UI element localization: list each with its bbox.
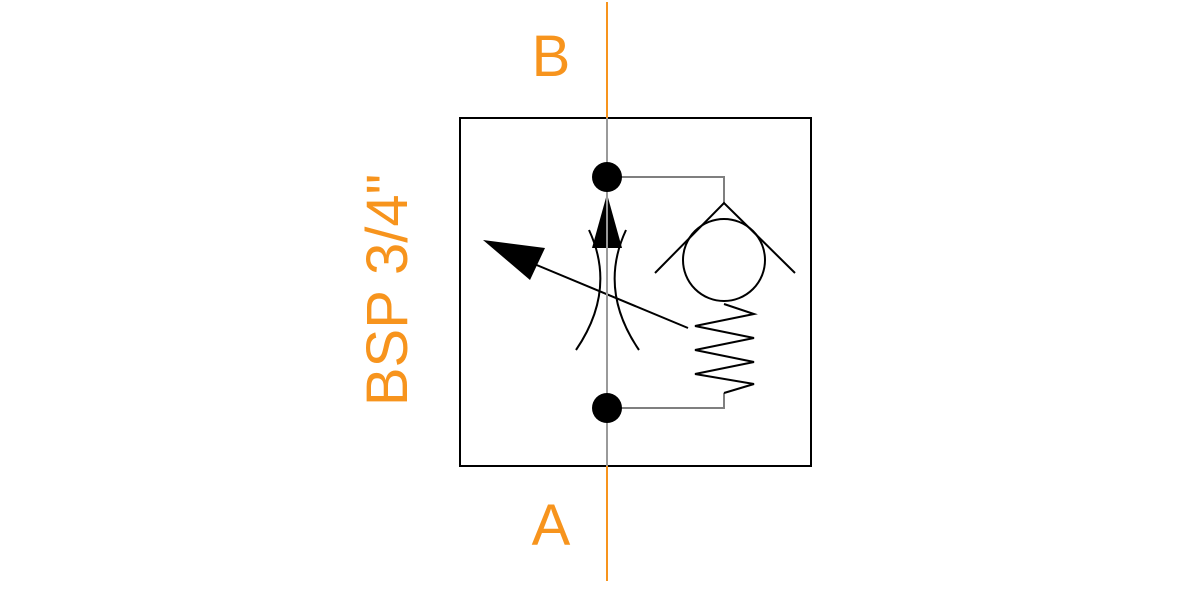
port-label-b: B	[532, 24, 571, 89]
adjustment-arrow-icon	[483, 240, 689, 329]
junction-dot-top	[592, 162, 622, 192]
bypass-pipe-lower	[607, 393, 725, 409]
valve-body	[459, 117, 812, 467]
port-label-a: A	[532, 493, 571, 558]
bypass-pipe	[607, 176, 725, 203]
connection-size-label: BSP 3/4"	[355, 174, 420, 406]
spring-icon	[694, 303, 758, 394]
check-valve-icon	[654, 201, 796, 302]
junction-dot-bottom	[592, 393, 622, 423]
